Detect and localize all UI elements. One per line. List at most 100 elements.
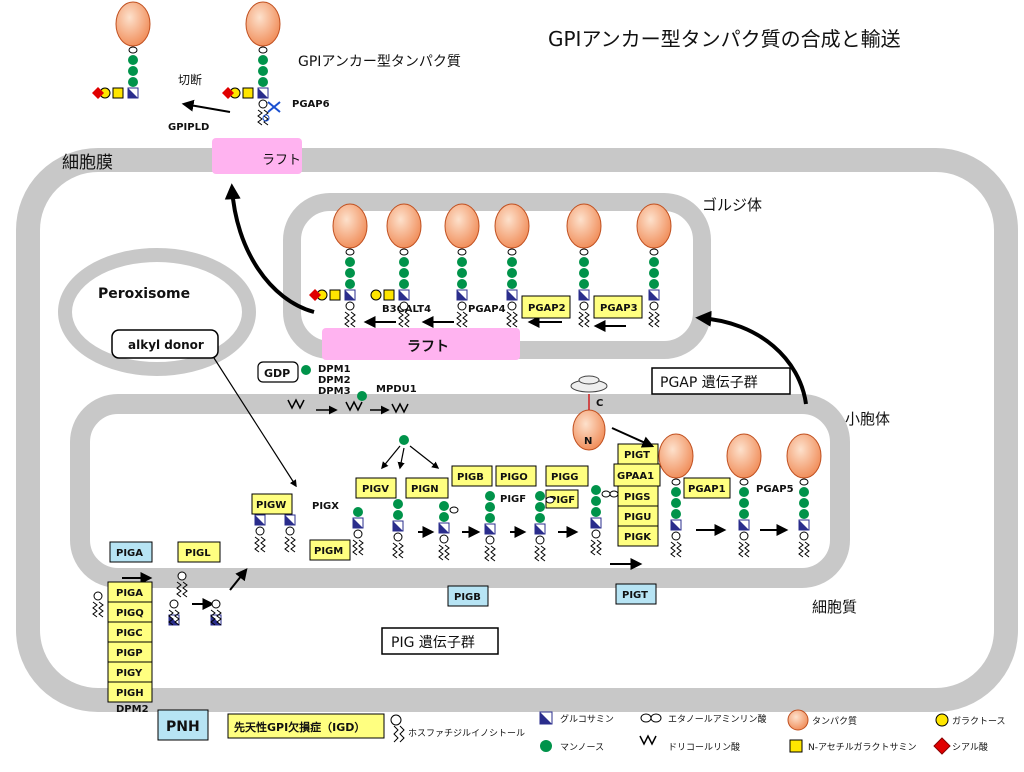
- mannose: [485, 513, 495, 523]
- galnac: [383, 289, 395, 301]
- protein: [245, 1, 281, 47]
- mannose: [799, 509, 809, 519]
- dolichol-phosphate: [345, 400, 363, 412]
- mannose: [258, 55, 268, 65]
- mannose: [485, 502, 495, 512]
- lipid-tail: [654, 311, 660, 328]
- pigx-label: PIGX: [312, 501, 339, 512]
- pigu-label: PIGU: [624, 512, 651, 523]
- gal-legend-icon: [935, 713, 949, 727]
- cleave-label: 切断: [178, 72, 202, 87]
- phosphatidylinositol: [579, 301, 589, 311]
- pigt-blue-label: PIGT: [622, 590, 648, 601]
- raft-membrane-label: ラフト: [262, 153, 301, 168]
- golgi-label: ゴルジ体: [702, 196, 762, 214]
- gpaa1-label: GPAA1: [617, 471, 654, 482]
- glucosamine: [649, 290, 659, 300]
- mannose: [579, 257, 589, 267]
- mannose: [739, 498, 749, 508]
- mannose: [345, 279, 355, 289]
- mannose: [457, 279, 467, 289]
- pigp-label: PIGP: [116, 648, 143, 659]
- sialic-acid: [309, 289, 321, 301]
- lipid-tail: [174, 609, 180, 626]
- released-label: GPIアンカー型タンパク質: [298, 54, 461, 70]
- mannose: [535, 491, 545, 501]
- lipid-tail: [176, 581, 182, 598]
- phosphatidylinositol: [177, 571, 187, 581]
- pgap3-label: PGAP3: [600, 303, 638, 314]
- pgap-group-label: PGAP 遺伝子群: [660, 375, 758, 391]
- glucosamine: [485, 524, 495, 534]
- glucosamine: [457, 290, 467, 300]
- phosphatidylinositol: [285, 526, 295, 536]
- mannose: [579, 268, 589, 278]
- phosphatidylinositol: [258, 99, 268, 109]
- protein: [566, 203, 602, 249]
- lipid-tail: [92, 601, 98, 618]
- legend-protein: タンパク質: [812, 715, 857, 727]
- legend-man: マンノース: [560, 743, 604, 753]
- mannose: [457, 268, 467, 278]
- pgap2-label: PGAP2: [528, 303, 566, 314]
- mannose: [345, 268, 355, 278]
- er: [70, 394, 850, 588]
- lipid-tail: [254, 536, 260, 553]
- lipid-tail: [512, 311, 518, 328]
- protein: [786, 433, 822, 479]
- galnac: [242, 87, 254, 99]
- lipid-tail: [344, 311, 350, 328]
- pigb-label: PIGB: [457, 472, 484, 483]
- mannose: [507, 268, 517, 278]
- protein-legend-icon: [787, 709, 809, 731]
- alkyl-donor-label: alkyl donor: [128, 338, 204, 352]
- glucosamine: [258, 88, 268, 98]
- dpm2-label: DPM2: [318, 375, 351, 386]
- pigb-blue-box: [447, 585, 489, 607]
- legend-gal: ガラクトース: [952, 716, 1006, 727]
- gdp-label: GDP: [264, 367, 290, 380]
- lipid-tail: [490, 545, 496, 562]
- dpm3-label: DPM3: [318, 386, 351, 397]
- lipid-tail: [444, 544, 450, 561]
- protein: [658, 433, 694, 479]
- phosphatidylinositol: [439, 534, 449, 544]
- mannose: [799, 487, 809, 497]
- alkyl-donor-box: [111, 329, 219, 359]
- pig-group-box: [381, 627, 499, 655]
- lipid-tail: [257, 109, 263, 126]
- lipid-tail: [584, 311, 590, 328]
- lipid-tail: [670, 541, 676, 558]
- pigh-label: PIGH: [116, 688, 144, 699]
- glucosamine: [591, 518, 601, 528]
- glucosamine: [353, 518, 363, 528]
- mpdu1-label: MPDU1: [376, 384, 417, 395]
- phosphatidylinositol: [591, 529, 601, 539]
- lipid-tail: [404, 311, 410, 328]
- mannose: [507, 279, 517, 289]
- arrow: [611, 427, 655, 448]
- igd-label: 先天性GPI欠損症（IGD）: [234, 720, 365, 734]
- lipid-tail: [676, 541, 682, 558]
- lipid-tail: [804, 541, 810, 558]
- ethanolamine-phosphate: [739, 478, 749, 486]
- mannose: [649, 268, 659, 278]
- mannose: [799, 498, 809, 508]
- pigo-label: PIGO: [500, 472, 528, 483]
- arrow: [397, 447, 405, 470]
- glucosamine: [507, 290, 517, 300]
- piga-blue-box: [109, 541, 153, 563]
- pigb-blue-label: PIGB: [454, 592, 481, 603]
- phosphatidylinositol: [255, 526, 265, 536]
- mannose: [128, 66, 138, 76]
- mannose: [671, 509, 681, 519]
- legend-sia: シアル酸: [952, 742, 988, 753]
- lipid-tail: [738, 541, 744, 558]
- phosphatidylinositol: [169, 599, 179, 609]
- piga-blue-label: PIGA: [116, 548, 143, 559]
- legend-etnp: エタノールアミンリン酸: [668, 714, 767, 725]
- er-to-golgi-arrow: [695, 310, 808, 405]
- pigh-box: [107, 681, 153, 703]
- pigq-label: PIGQ: [116, 608, 144, 619]
- etnp-legend-icon: [650, 713, 662, 723]
